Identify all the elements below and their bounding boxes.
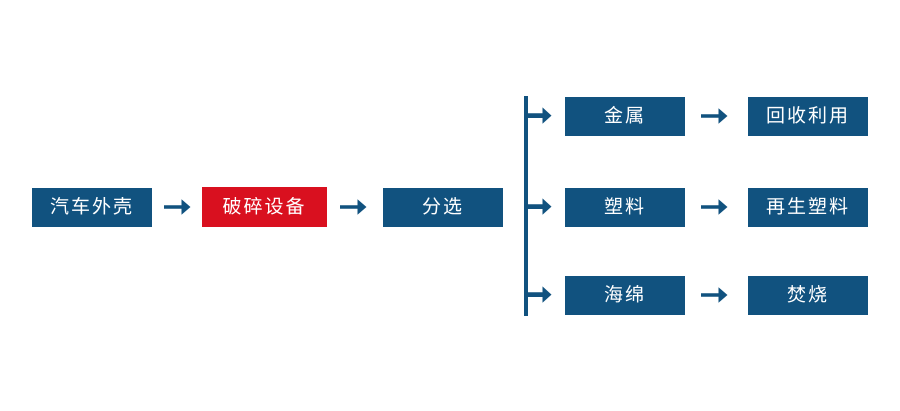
node-sponge-label: 海绵 [603, 285, 646, 306]
node-sorting-label: 分选 [421, 197, 464, 218]
node-metal-label: 金属 [603, 106, 646, 127]
node-recycle[interactable]: 回收利用 [748, 97, 868, 136]
branch-arrow-right-icon-1 [527, 103, 553, 129]
arrow-right-icon-2 [338, 194, 368, 220]
node-metal[interactable]: 金属 [565, 97, 685, 136]
arrow-right-icon-4 [699, 194, 729, 220]
node-recycled-plastic-label: 再生塑料 [765, 197, 850, 218]
vertical-split-bar [524, 96, 528, 316]
node-recycled-plastic[interactable]: 再生塑料 [748, 188, 868, 227]
node-car-shell[interactable]: 汽车外壳 [32, 188, 152, 227]
arrow-right-icon-3 [699, 103, 729, 129]
branch-arrow-right-icon-3 [527, 282, 553, 308]
node-crusher[interactable]: 破碎设备 [202, 187, 327, 227]
node-car-shell-label: 汽车外壳 [49, 197, 134, 218]
branch-arrow-right-icon-2 [527, 194, 553, 220]
node-plastic-label: 塑料 [603, 197, 646, 218]
node-crusher-label: 破碎设备 [222, 196, 307, 218]
node-sorting[interactable]: 分选 [383, 188, 503, 227]
node-sponge[interactable]: 海绵 [565, 276, 685, 315]
node-recycle-label: 回收利用 [765, 106, 850, 127]
arrow-right-icon-1 [162, 194, 192, 220]
node-plastic[interactable]: 塑料 [565, 188, 685, 227]
node-incineration-label: 焚烧 [786, 285, 829, 306]
node-incineration[interactable]: 焚烧 [748, 276, 868, 315]
arrow-right-icon-5 [699, 282, 729, 308]
